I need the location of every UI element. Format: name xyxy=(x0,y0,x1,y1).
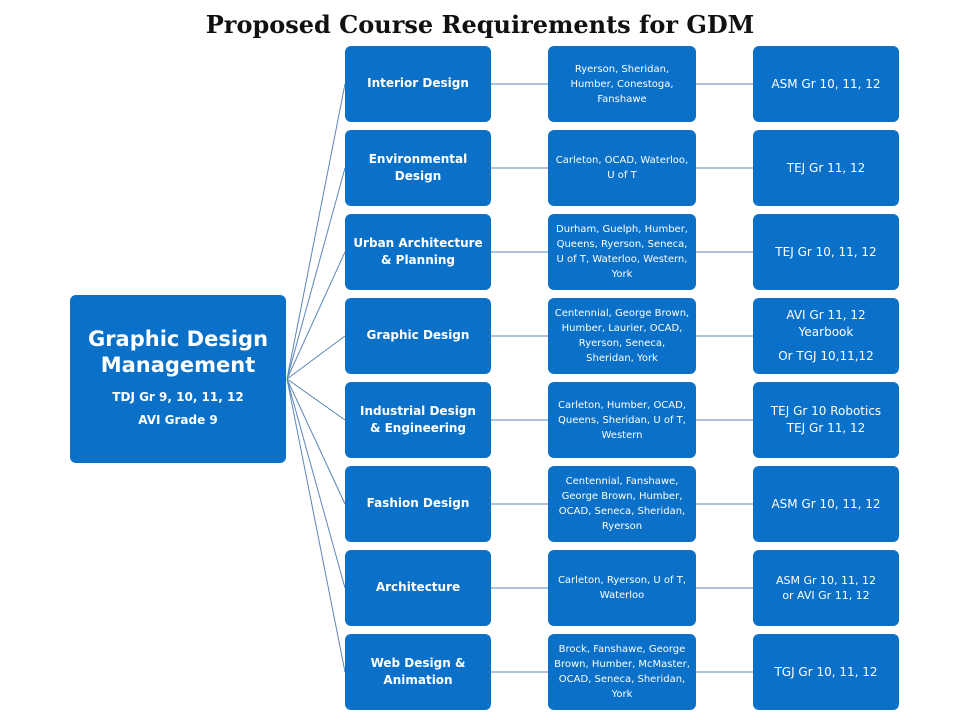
schools-node: Ryerson, Sheridan, Humber, Conestoga, Fa… xyxy=(548,46,696,122)
category-node: Urban Architecture & Planning xyxy=(345,214,491,290)
schools-node: Brock, Fanshawe, George Brown, Humber, M… xyxy=(548,634,696,710)
schools-node: Carleton, Ryerson, U of T, Waterloo xyxy=(548,550,696,626)
category-node: Web Design & Animation xyxy=(345,634,491,710)
category-node: Graphic Design xyxy=(345,298,491,374)
root-title: Graphic Design Management xyxy=(87,326,269,378)
requirement-node: TEJ Gr 10, 11, 12 xyxy=(753,214,899,290)
requirement-node: ASM Gr 10, 11, 12 or AVI Gr 11, 12 xyxy=(753,550,899,626)
connector-root-interior xyxy=(286,83,346,380)
root-node-graphic-design-management: Graphic Design Management TDJ Gr 9, 10, … xyxy=(70,295,286,463)
category-node: Industrial Design & Engineering xyxy=(345,382,491,458)
category-node: Architecture xyxy=(345,550,491,626)
schools-node: Centennial, Fanshawe, George Brown, Humb… xyxy=(548,466,696,542)
connector-root-environmental xyxy=(286,167,346,380)
schools-node: Carleton, OCAD, Waterloo, U of T xyxy=(548,130,696,206)
schools-node: Carleton, Humber, OCAD, Queens, Sheridan… xyxy=(548,382,696,458)
connector-root-urban xyxy=(286,251,346,380)
connector-root-architecture xyxy=(286,378,346,589)
schools-node: Durham, Guelph, Humber, Queens, Ryerson,… xyxy=(548,214,696,290)
requirement-node: ASM Gr 10, 11, 12 xyxy=(753,46,899,122)
connector-root-industrial xyxy=(286,378,346,421)
connector-root-graphic xyxy=(286,335,346,380)
category-node: Fashion Design xyxy=(345,466,491,542)
category-node: Environmental Design xyxy=(345,130,491,206)
requirement-node: TEJ Gr 10 Robotics TEJ Gr 11, 12 xyxy=(753,382,899,458)
requirement-node: ASM Gr 10, 11, 12 xyxy=(753,466,899,542)
root-subtitle: TDJ Gr 9, 10, 11, 12 AVI Grade 9 xyxy=(112,390,244,428)
connector-root-web xyxy=(286,378,346,673)
page-title: Proposed Course Requirements for GDM xyxy=(205,10,755,39)
requirement-node: TGJ Gr 10, 11, 12 xyxy=(753,634,899,710)
connector-root-fashion xyxy=(286,378,346,505)
schools-node: Centennial, George Brown, Humber, Laurie… xyxy=(548,298,696,374)
category-node: Interior Design xyxy=(345,46,491,122)
requirement-node: AVI Gr 11, 12 Yearbook Or TGJ 10,11,12 xyxy=(753,298,899,374)
requirement-node: TEJ Gr 11, 12 xyxy=(753,130,899,206)
